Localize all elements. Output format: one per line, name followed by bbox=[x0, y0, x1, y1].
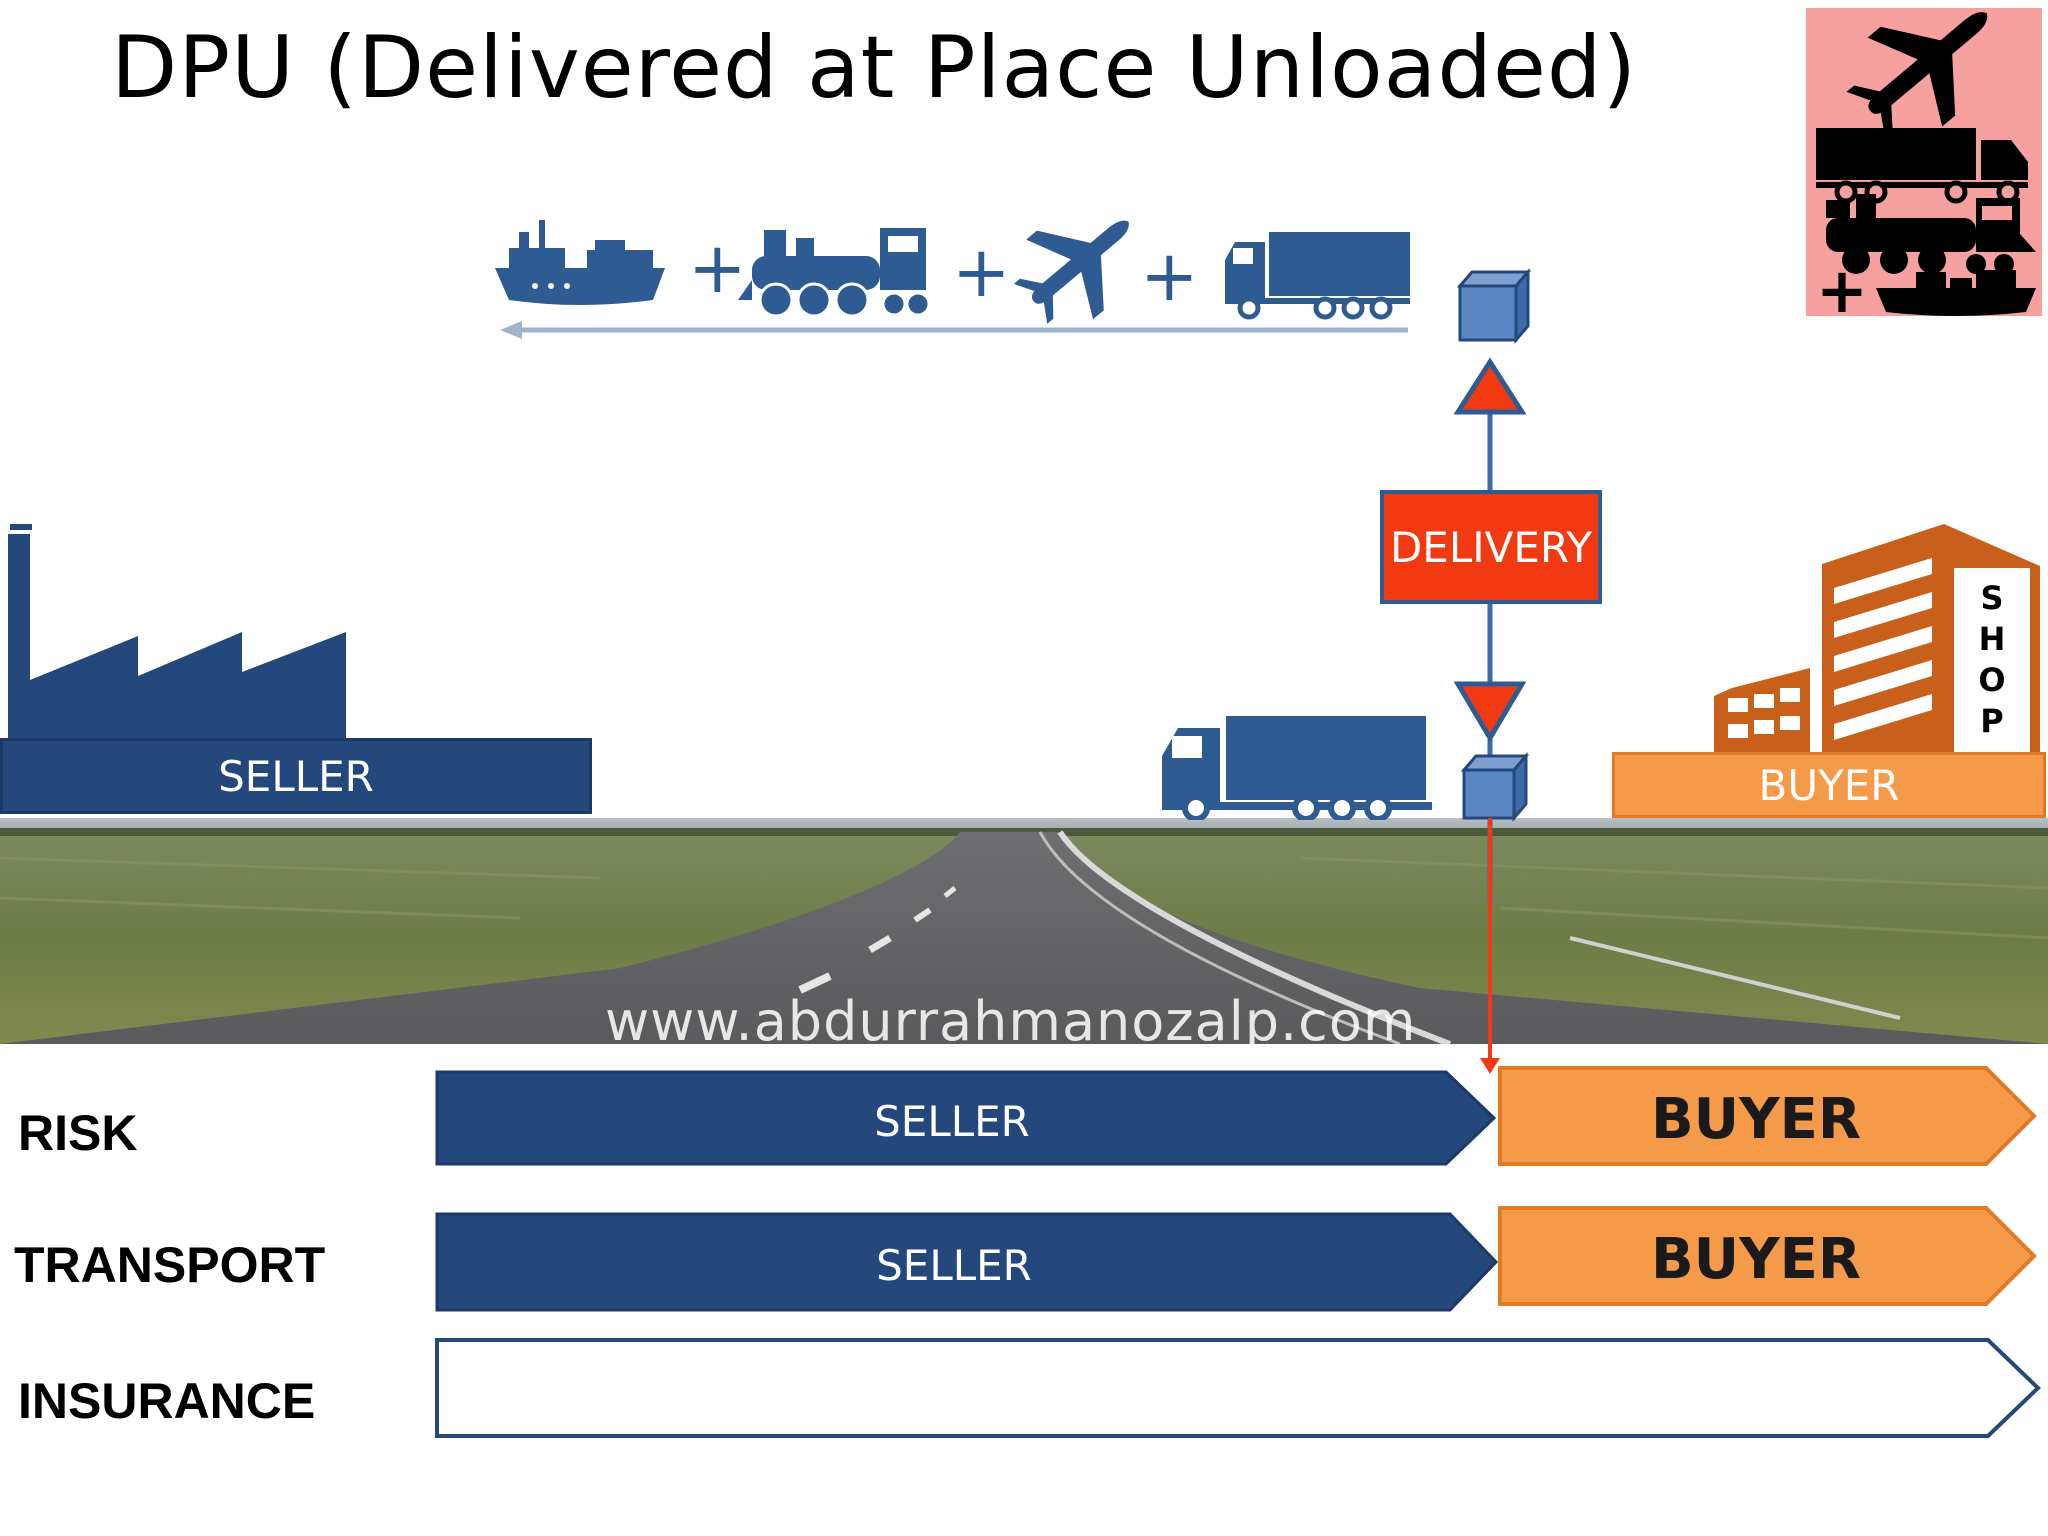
transport-buyer-arrow: BUYER bbox=[1498, 1206, 2037, 1306]
shop-letter: O bbox=[1978, 661, 2006, 699]
transport-seller-arrow: SELLER bbox=[435, 1212, 1499, 1312]
responsibility-arrows: SELLER BUYER SELLER BUYER bbox=[435, 1066, 2041, 1438]
transport-buyer-label: BUYER bbox=[1651, 1227, 1861, 1292]
cargo-box-icon bbox=[1460, 751, 1530, 823]
plane-icon bbox=[1013, 220, 1129, 324]
ship-icon bbox=[495, 220, 665, 305]
delivery-indicator bbox=[1453, 267, 1532, 1074]
transport-seller-label: SELLER bbox=[876, 1241, 1032, 1290]
risk-buyer-arrow: BUYER bbox=[1498, 1066, 2037, 1166]
shop-letter: H bbox=[1978, 620, 2006, 658]
seller-bar: SELLER bbox=[0, 738, 592, 814]
direction-arrow bbox=[500, 321, 1408, 339]
train-icon bbox=[738, 228, 931, 318]
truck-icon bbox=[1225, 232, 1415, 320]
arrow-down-icon bbox=[1453, 681, 1527, 743]
plus-separator: + bbox=[688, 227, 747, 309]
transport-modes: + + + bbox=[490, 210, 1415, 340]
row-label-transport: TRANSPORT bbox=[14, 1237, 326, 1293]
shop-letter: P bbox=[1980, 702, 2004, 740]
row-label-risk: RISK bbox=[18, 1105, 138, 1161]
train-icon bbox=[1826, 194, 2036, 274]
cargo-box-icon bbox=[1456, 267, 1532, 345]
buyer-bar: BUYER bbox=[1612, 752, 2046, 818]
plus-separator: + bbox=[1140, 235, 1199, 317]
road-background bbox=[0, 818, 2048, 1044]
insurance-arrow bbox=[435, 1338, 2041, 1438]
truck-icon bbox=[1816, 128, 2028, 204]
shop-building-icon bbox=[1714, 524, 2040, 754]
corner-badge: + bbox=[1806, 8, 2042, 327]
page-title: DPU (Delivered at Place Unloaded) bbox=[111, 18, 1637, 118]
watermark: www.abdurrahmanozalp.com bbox=[605, 990, 1417, 1053]
buyer-bar-label: BUYER bbox=[1758, 760, 1900, 810]
risk-seller-arrow: SELLER bbox=[435, 1070, 1497, 1166]
badge-plus: + bbox=[1816, 254, 1868, 316]
shop-letter: S bbox=[1980, 579, 2004, 617]
factory-icon bbox=[8, 524, 346, 742]
delivery-box: DELIVERY bbox=[1380, 490, 1602, 604]
risk-seller-label: SELLER bbox=[874, 1097, 1030, 1146]
delivery-label: DELIVERY bbox=[1389, 522, 1593, 572]
shop-sign: S H O P bbox=[1954, 578, 2030, 742]
ship-icon bbox=[1876, 270, 2036, 316]
row-label-insurance: INSURANCE bbox=[18, 1373, 316, 1429]
seller-bar-label: SELLER bbox=[218, 751, 374, 801]
truck-icon bbox=[1162, 716, 1432, 820]
risk-buyer-label: BUYER bbox=[1651, 1087, 1861, 1152]
plus-separator: + bbox=[952, 231, 1011, 313]
arrow-up-icon bbox=[1453, 357, 1527, 415]
